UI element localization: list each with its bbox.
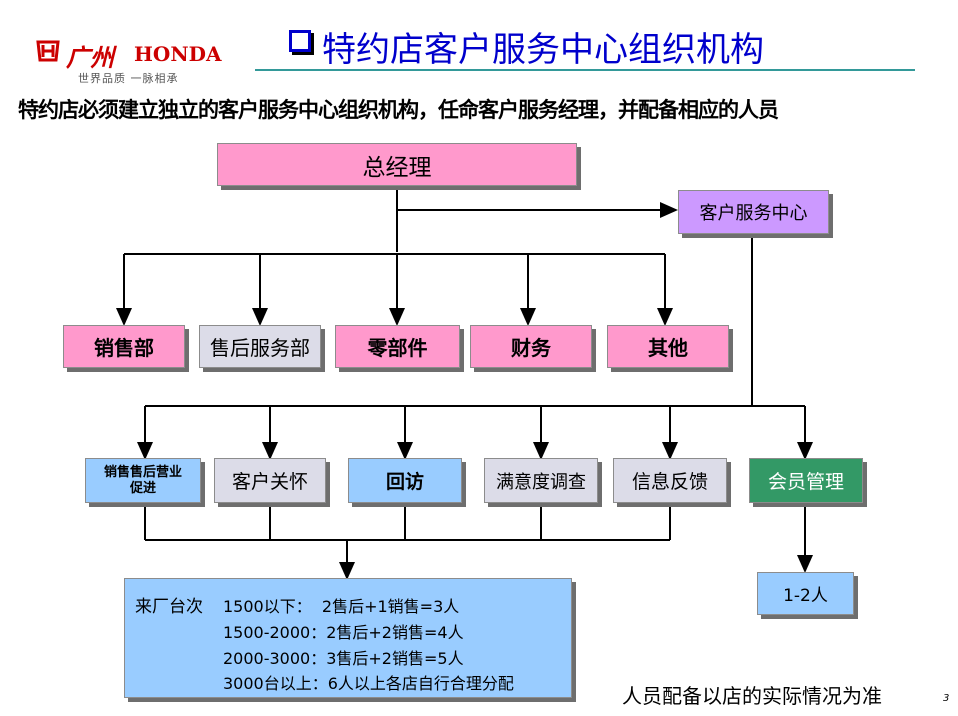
node-customer-care: 客户关怀 <box>214 458 326 503</box>
node-customer-service-center: 客户服务中心 <box>678 190 829 234</box>
staffing-row-3: 2000-3000：3售后+2销售=5人 <box>223 649 464 668</box>
staffing-box: 来厂台次 1500以下： 2售后+1销售=3人 1500-2000：2售后+2销… <box>124 578 572 698</box>
logo-slogan: 世界品质 一脉相承 <box>78 72 179 85</box>
node-general-manager: 总经理 <box>217 143 577 186</box>
honda-logo: 广州 HONDA 世界品质 一脉相承 <box>30 38 250 88</box>
node-dept-sales: 销售部 <box>63 325 185 368</box>
node-info-feedback: 信息反馈 <box>613 458 727 503</box>
staffing-row-4: 3000台以上：6人以上各店自行合理分配 <box>223 674 514 693</box>
node-satisfaction-survey: 满意度调查 <box>484 458 598 503</box>
title-checkbox-icon <box>289 30 311 52</box>
title-rule <box>255 69 915 71</box>
node-dept-finance: 财务 <box>470 325 592 368</box>
logo-brand-en: HONDA <box>134 42 222 66</box>
node-sales-promotion: 销售售后营业促进 <box>85 458 201 503</box>
node-member-count: 1-2人 <box>757 572 854 615</box>
staffing-label: 来厂台次 <box>135 597 203 617</box>
staffing-row-2: 1500-2000：2售后+2销售=4人 <box>223 623 464 642</box>
node-dept-parts: 零部件 <box>335 325 460 368</box>
honda-wing-icon <box>36 40 60 62</box>
logo-brand-cn: 广州 <box>66 44 114 72</box>
staffing-row-1: 1500以下： 2售后+1销售=3人 <box>223 597 460 616</box>
page-title: 特约店客户服务中心组织机构 <box>322 30 764 70</box>
node-member-management: 会员管理 <box>749 458 863 503</box>
node-dept-after-sales: 售后服务部 <box>199 325 321 368</box>
node-return-visit: 回访 <box>348 458 462 503</box>
footnote: 人员配备以店的实际情况为准 <box>622 684 882 708</box>
node-dept-other: 其他 <box>607 325 729 368</box>
subtitle: 特约店必须建立独立的客户服务中心组织机构，任命客户服务经理，并配备相应的人员 <box>18 98 779 122</box>
page-number: 3 <box>943 693 950 704</box>
